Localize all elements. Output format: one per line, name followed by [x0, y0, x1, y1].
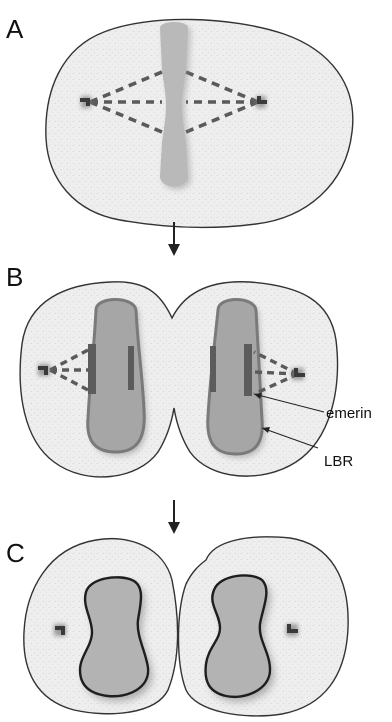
centrosome-b-left [38, 364, 50, 376]
panel-a-letter: A [6, 14, 24, 44]
panel-b-letter: B [6, 262, 23, 292]
arrow-b-to-c [168, 500, 180, 534]
emerin-label: emerin [326, 405, 372, 422]
centrosome-b-right [292, 368, 305, 380]
nucleus-b-right [208, 300, 266, 459]
nucleus-c-right [206, 575, 274, 701]
panel-b: B [6, 262, 372, 477]
panel-c: C [6, 537, 348, 716]
centrosome-a-left [80, 96, 91, 108]
nucleus-c-left [80, 577, 152, 701]
lbr-label: LBR [324, 453, 353, 470]
centrosome-a-right [256, 96, 267, 108]
cell-a-outline [46, 19, 353, 227]
centrosome-c-right [286, 624, 298, 636]
panel-c-letter: C [6, 538, 25, 568]
emerin-patch-b-right-inner [210, 346, 216, 392]
centrosome-c-left [54, 624, 66, 636]
emerin-patch-b-left-inner [128, 346, 134, 390]
emerin-patch-b-right-outer [244, 344, 252, 396]
panel-a: A [6, 14, 353, 227]
nucleus-b-left [88, 300, 148, 457]
cell-b-outline [20, 282, 337, 477]
emerin-patch-b-left-outer [88, 344, 96, 394]
